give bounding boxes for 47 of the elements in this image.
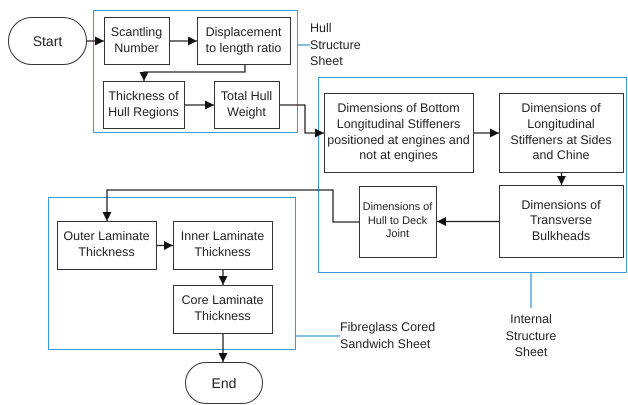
arrow bbox=[218, 334, 228, 362]
step-label: Thickness of Hull Regions bbox=[107, 88, 180, 120]
process-box bbox=[196, 16, 290, 64]
leader-line bbox=[298, 44, 310, 46]
arrow bbox=[185, 100, 214, 110]
process-box bbox=[172, 284, 272, 334]
process-box bbox=[172, 220, 272, 270]
process-box bbox=[104, 16, 170, 64]
group-frame bbox=[48, 197, 296, 350]
arrow bbox=[139, 65, 246, 81]
process-box bbox=[214, 80, 280, 128]
step-label: Dimensions of Longitudinal Stiffeners at Sides and Chine bbox=[509, 101, 613, 164]
process-box bbox=[498, 92, 624, 172]
leader-line bbox=[296, 335, 340, 337]
terminator-label: End bbox=[212, 375, 236, 391]
group-label: Internal Structure Sheet bbox=[504, 310, 558, 362]
step-label: Displacement to length ratio bbox=[204, 24, 282, 56]
leader-line bbox=[530, 273, 532, 308]
group-frame bbox=[93, 10, 298, 133]
process-box bbox=[498, 184, 624, 258]
process-box bbox=[102, 80, 184, 128]
arrow bbox=[157, 240, 173, 250]
process-box bbox=[358, 186, 436, 258]
group-label: Hull Structure Sheet bbox=[310, 20, 362, 70]
step-label: Dimensions of Hull to Deck Joint bbox=[362, 200, 434, 242]
process-box bbox=[324, 92, 474, 172]
step-label: Dimensions of Bottom Longitudinal Stiffeners positioned at engines and not at engines bbox=[326, 101, 470, 164]
step-label: Inner Laminate Thickness bbox=[180, 229, 266, 261]
step-label: Total Hull Weight bbox=[220, 88, 274, 120]
step-label: Outer Laminate Thickness bbox=[62, 229, 151, 261]
arrow bbox=[218, 270, 228, 285]
terminator-shape bbox=[185, 362, 263, 404]
group-label: Fibreglass Cored Sandwich Sheet bbox=[340, 319, 436, 353]
arrow bbox=[556, 173, 566, 185]
arrow bbox=[170, 36, 197, 46]
arrow bbox=[102, 189, 359, 223]
group-frame bbox=[318, 77, 627, 273]
process-box bbox=[56, 220, 156, 270]
arrow bbox=[87, 36, 104, 46]
arrow bbox=[474, 128, 499, 138]
arrow bbox=[437, 216, 499, 226]
terminator-label: Start bbox=[32, 33, 62, 49]
step-label: Scantling Number bbox=[110, 24, 164, 56]
step-label: Core Laminate Thickness bbox=[180, 293, 264, 325]
terminator-shape bbox=[8, 17, 87, 65]
arrow bbox=[280, 104, 324, 138]
step-label: Dimensions of Transverse Bulkheads bbox=[520, 198, 602, 244]
